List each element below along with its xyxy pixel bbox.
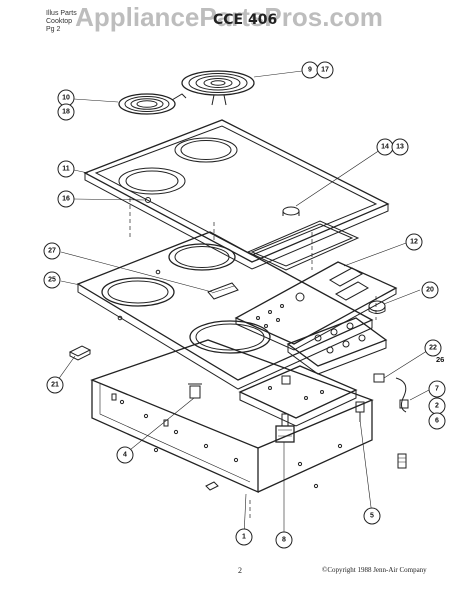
callout-26: 26 [436,355,444,364]
indicator-light-22 [373,373,385,383]
svg-text:20: 20 [426,287,434,294]
cooktop-frame [83,119,390,271]
svg-text:1: 1 [242,534,246,541]
control-knob [368,300,386,314]
callout-10: 10 [57,89,75,107]
callout-11: 11 [57,160,75,178]
svg-text:17: 17 [321,67,329,74]
svg-text:21: 21 [51,382,59,389]
svg-text:8: 8 [282,537,286,544]
callout-18: 18 [57,103,75,121]
callout-20: 20 [421,281,439,299]
thermostat-4 [188,383,202,399]
svg-text:13: 13 [396,144,404,151]
callout-12: 12 [405,233,423,251]
wire-harness-7 [395,377,409,469]
svg-text:11: 11 [62,166,70,173]
callout-25: 25 [43,271,61,289]
watermark: AppliancePartsPros.com [75,2,383,32]
callout-7: 7 [428,380,446,398]
control-panel [234,261,398,351]
infinite-switch-8 [275,413,295,443]
callout-9: 9 [301,61,319,79]
svg-text:7: 7 [435,386,439,393]
callout-8: 8 [275,531,293,549]
callout-13: 13 [391,138,409,156]
svg-text:2: 2 [435,403,439,410]
callout-27: 27 [43,242,61,260]
svg-text:22: 22 [429,345,437,352]
svg-text:10: 10 [62,95,70,102]
callout-22: 22 [424,339,442,357]
callout-21: 21 [46,376,64,394]
header-caption: Illus Parts Cooktop Pg 2 [46,10,77,34]
top-panel [76,231,374,390]
large-surface-element [181,70,255,106]
page-number: 2 [238,566,242,575]
cord-clamp [153,447,319,491]
svg-text:9: 9 [308,67,312,74]
leader-lines [54,70,431,538]
svg-text:16: 16 [62,196,70,203]
terminal-block-21 [68,345,92,361]
callout-1: 1 [235,528,253,546]
burner-box [90,339,374,494]
callout-2: 2 [428,397,446,415]
svg-text:18: 18 [62,109,70,116]
header-caption-line: Pg 2 [46,26,61,33]
callout-6: 6 [428,412,446,430]
callout-16: 16 [57,190,75,208]
header-caption-line: Cooktop [46,18,73,25]
svg-text:25: 25 [48,277,56,284]
callout-4: 4 [116,446,134,464]
svg-text:14: 14 [381,144,389,151]
svg-text:4: 4 [123,452,127,459]
terminal-strip [238,365,358,427]
model-number: CCE 406 [213,12,278,28]
callout-17: 17 [316,61,334,79]
callout-14: 14 [376,138,394,156]
svg-text:12: 12 [410,239,418,246]
svg-text:27: 27 [48,248,56,255]
svg-text:6: 6 [435,418,439,425]
small-surface-element [118,93,187,115]
copyright-notice: ©Copyright 1988 Jenn-Air Company [322,566,427,574]
svg-text:5: 5 [370,513,374,520]
callout-5: 5 [363,507,381,525]
header-caption-line: Illus Parts [46,10,77,17]
